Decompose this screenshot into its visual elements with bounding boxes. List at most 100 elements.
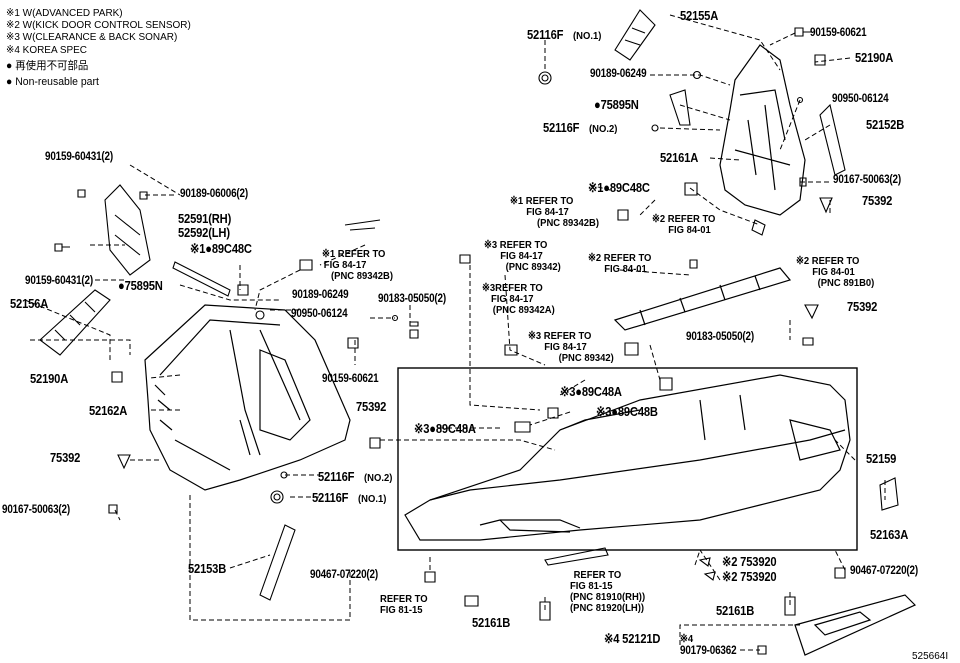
part-label-90950-06124-top[interactable]: 90950-06124: [832, 93, 889, 105]
part-label-90159-60431-a[interactable]: 90159-60431(2): [45, 151, 113, 163]
ref-line: ※2 REFER TO: [652, 213, 716, 225]
part-label-52190A-left[interactable]: 52190A: [30, 371, 69, 386]
note-non-reusable-en: ● Non-reusable part: [6, 76, 99, 88]
ref-line: FIG 81-15: [380, 604, 423, 616]
ref-line: (PNC 89342): [558, 352, 614, 364]
ref-fig-84-17-pnc-89342B-left[interactable]: ※1 REFER TO FIG 84-17 (PNC 89342B): [322, 249, 393, 282]
ref-fig-84-17-pnc-89342B-top[interactable]: ※1 REFER TO FIG 84-17 (PNC 89342B): [510, 196, 599, 229]
ref-fig-84-01-pnc-891B0[interactable]: ※2 REFER TO FIG 84-01 (PNC 891B0): [796, 256, 874, 289]
ref-line: REFER TO: [573, 569, 622, 581]
part-prefix-90179: ※4: [680, 633, 694, 645]
part-label-90189-06006[interactable]: 90189-06006(2): [180, 188, 248, 200]
part-label-52163A[interactable]: 52163A: [870, 527, 909, 542]
part-label-52161A[interactable]: 52161A: [660, 150, 699, 165]
ref-line: FIG 84-17: [526, 206, 569, 218]
part-label-52156A[interactable]: 52156A: [10, 296, 49, 311]
part-label-52591-rh[interactable]: 52591(RH): [178, 211, 232, 226]
part-label-75392-mid[interactable]: 75392: [356, 399, 387, 414]
part-label-90467-07220-right[interactable]: 90467-07220(2): [850, 565, 918, 577]
ref-line: (PNC 89342A): [492, 304, 555, 316]
reflector-52153B: [259, 524, 296, 601]
screw-90159-60621-top: [794, 27, 812, 37]
lower-rail: [613, 267, 792, 331]
ref-line: ※1 REFER TO: [322, 248, 386, 260]
ref-line: (PNC 89342B): [331, 270, 393, 282]
part-label-52116F-no1-low[interactable]: 52116F: [312, 490, 349, 505]
ref-fig-84-01-mid[interactable]: ※2 REFER TO FIG 84-01: [588, 253, 651, 275]
ref-fig-84-17-pnc-89342-b[interactable]: ※3 REFER TO FIG 84-17 (PNC 89342): [528, 331, 614, 364]
part-label-90159-60431-b[interactable]: 90159-60431(2): [25, 275, 93, 287]
sensor-bracket-left: [344, 219, 381, 231]
part-label-90183-05050-right[interactable]: 90183-05050(2): [686, 331, 754, 343]
part-label-52116F-no1-top[interactable]: 52116F: [527, 27, 564, 42]
side-bumper-right-upper: [719, 44, 806, 216]
part-suffix-no1-low: (NO.1): [358, 493, 387, 505]
part-label-90189-06249-left[interactable]: 90189-06249: [292, 289, 349, 301]
license-plate-bracket: [794, 594, 917, 656]
part-label-90179-06362[interactable]: 90179-06362: [680, 645, 737, 657]
part-label-52116F-no2-top[interactable]: 52116F: [543, 120, 580, 135]
part-suffix-no2-low: (NO.2): [364, 472, 393, 484]
part-label-52152B[interactable]: 52152B: [866, 117, 905, 132]
reflector-strip-lower: [544, 547, 609, 566]
part-label-90950-06124-left[interactable]: 90950-06124: [291, 308, 348, 320]
bracket-52591: [104, 184, 151, 276]
ref-fig-84-17-pnc-89342-a[interactable]: ※3 REFER TO FIG 84-17 (PNC 89342): [484, 240, 561, 273]
bumper-cover: [404, 374, 851, 541]
part-suffix-no2-top: (NO.2): [589, 123, 618, 135]
part-label-52153B[interactable]: 52153B: [188, 561, 227, 576]
ref-line: (PNC 81920(LH)): [570, 602, 645, 614]
part-label-52161B-right[interactable]: 52161B: [716, 603, 755, 618]
part-label-75895N-left[interactable]: ●75895N: [118, 278, 163, 293]
ref-line: FIG 84-17: [544, 341, 587, 353]
part-label-90189-06249-top[interactable]: 90189-06249: [590, 68, 647, 80]
ref-line: ※2 REFER TO: [588, 252, 652, 264]
ref-line: ※3 REFER TO: [484, 239, 548, 251]
ref-line: FIG 84-01: [812, 266, 855, 278]
ref-fig-81-15-pnc-81910[interactable]: REFER TO FIG 81-15 (PNC 81910(RH)) (PNC …: [570, 570, 645, 614]
part-label-90159-60621-left[interactable]: 90159-60621: [322, 373, 379, 385]
ref-line: (PNC 891B0): [817, 277, 875, 289]
part-label-75392-right[interactable]: 75392: [847, 299, 878, 314]
part-label-89C48A-right[interactable]: ※3●89C48A: [560, 384, 622, 399]
part-label-89C48B[interactable]: ※3●89C48B: [596, 404, 658, 419]
ref-fig-84-01-top[interactable]: ※2 REFER TO FIG 84-01: [652, 214, 715, 236]
part-label-52592-lh[interactable]: 52592(LH): [178, 225, 230, 240]
ref-line: FIG 84-01: [668, 224, 711, 236]
ref-fig-84-17-pnc-89342A[interactable]: ※3REFER TO FIG 84-17 (PNC 89342A): [482, 283, 555, 316]
part-label-90167-50063-top[interactable]: 90167-50063(2): [833, 174, 901, 186]
part-label-90167-50063-left[interactable]: 90167-50063(2): [2, 504, 70, 516]
ref-fig-81-15-left[interactable]: REFER TO FIG 81-15: [380, 594, 428, 616]
part-label-52116F-no2-low[interactable]: 52116F: [318, 469, 355, 484]
part-label-52121D[interactable]: ※4 52121D: [604, 631, 661, 646]
part-label-753920-b[interactable]: ※2 753920: [722, 569, 777, 584]
part-label-90467-07220-left[interactable]: 90467-07220(2): [310, 569, 378, 581]
part-label-75895N-top[interactable]: ●75895N: [594, 97, 639, 112]
part-label-75392-left[interactable]: 75392: [50, 450, 81, 465]
reflector-52152B: [819, 103, 846, 176]
ref-line: FIG 84-17: [323, 259, 367, 271]
ref-line: ※3 REFER TO: [528, 330, 592, 342]
note-kick-door-sensor: ※2 W(KICK DOOR CONTROL SENSOR): [6, 19, 191, 31]
part-label-89C48C-mid[interactable]: ※1●89C48C: [190, 241, 252, 256]
note-advanced-park: ※1 W(ADVANCED PARK): [6, 7, 123, 19]
part-label-52162A[interactable]: 52162A: [89, 403, 128, 418]
part-label-52155A[interactable]: 52155A: [680, 8, 719, 23]
part-label-90183-05050-left[interactable]: 90183-05050(2): [378, 293, 446, 305]
part-suffix-no1-top: (NO.1): [573, 30, 602, 42]
moulding-75895N: [172, 89, 691, 297]
ref-line: (PNC 89342B): [537, 217, 599, 229]
part-label-89C48C-top[interactable]: ※1●89C48C: [588, 180, 650, 195]
part-label-75392-top[interactable]: 75392: [862, 193, 893, 208]
part-label-89C48A-left[interactable]: ※3●89C48A: [414, 421, 476, 436]
part-label-52190A-top[interactable]: 52190A: [855, 50, 894, 65]
part-label-52161B-left[interactable]: 52161B: [472, 615, 511, 630]
note-korea-spec: ※4 KOREA SPEC: [6, 44, 87, 56]
grommet-52116F-low: [270, 490, 284, 504]
ref-line: ※3REFER TO: [482, 282, 543, 294]
part-label-753920-a[interactable]: ※2 753920: [722, 554, 777, 569]
part-label-52159[interactable]: 52159: [866, 451, 897, 466]
part-label-90159-60621-top[interactable]: 90159-60621: [810, 27, 867, 39]
